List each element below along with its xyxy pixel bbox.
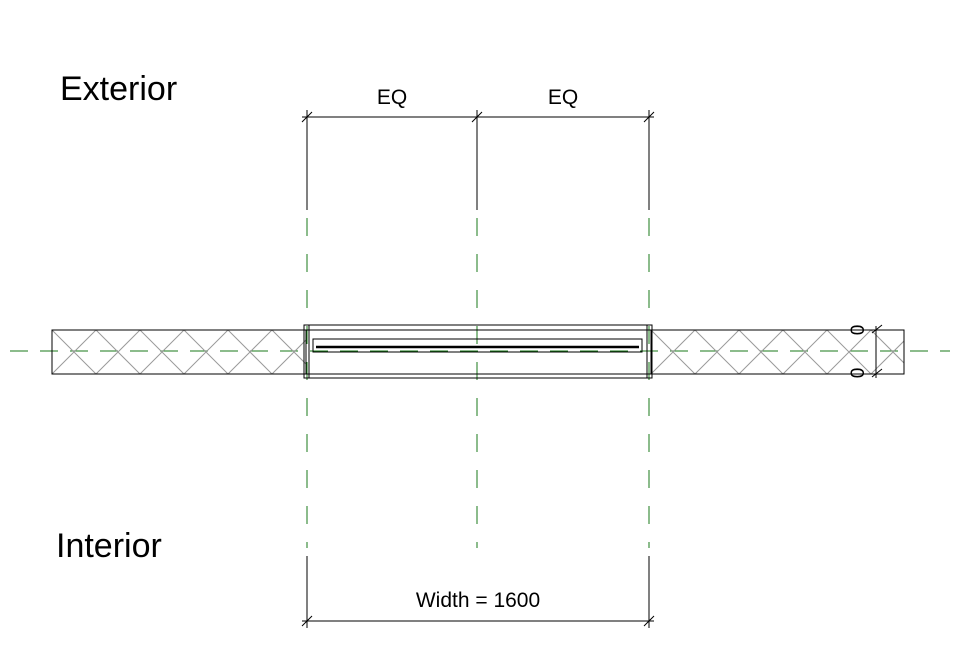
eq-label-left: EQ xyxy=(377,86,407,109)
width-dimension xyxy=(301,556,655,628)
window-glazing xyxy=(312,338,643,353)
offset-label-bottom: 0 xyxy=(848,368,869,379)
eq-dimension xyxy=(301,110,655,210)
wall-right xyxy=(650,329,905,375)
wall-right-outline xyxy=(650,329,905,375)
offset-tick-bottom xyxy=(871,368,883,378)
wall-left-hatch xyxy=(52,330,306,374)
offset-dimension xyxy=(871,324,883,378)
wall-right-hatch xyxy=(651,330,904,374)
glazing-outline xyxy=(312,338,643,353)
wall-left-outline xyxy=(51,329,307,375)
wall-left xyxy=(51,329,307,375)
eq-label-right: EQ xyxy=(548,86,578,109)
eq-tick-left xyxy=(301,111,313,123)
offset-label-top: 0 xyxy=(848,325,869,336)
eq-tick-right xyxy=(643,111,655,123)
offset-tick-top xyxy=(871,324,883,334)
interior-label: Interior xyxy=(56,527,162,565)
width-dimension-label: Width = 1600 xyxy=(416,589,540,612)
exterior-label: Exterior xyxy=(60,70,177,108)
window-frame xyxy=(303,324,653,379)
width-tick-right xyxy=(643,615,655,627)
eq-tick-center xyxy=(471,111,483,123)
window-frame-outer xyxy=(303,324,653,379)
width-tick-left xyxy=(301,615,313,627)
